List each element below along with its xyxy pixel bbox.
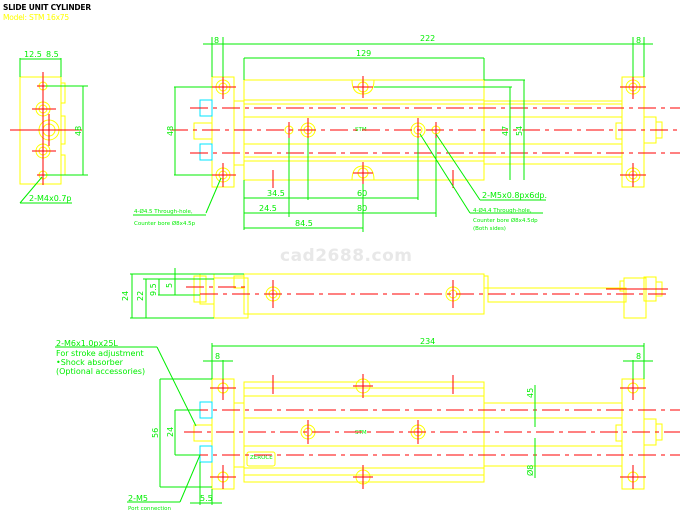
note-port-2: Port connection: [128, 506, 171, 512]
dim-bottom-24: 24: [166, 427, 175, 437]
note-m5: 2-M5x0.8px6dp.: [482, 191, 547, 200]
note-stroke-3: •Shock absorber: [56, 358, 124, 367]
note-left-throughhole-1: 4-Ø4.5 Through-hole,: [134, 208, 193, 215]
bottom-view: ZEROCE STM 234 8 8 56: [55, 337, 680, 512]
dim-front-24: 24: [121, 291, 130, 301]
drawing-title: SLIDE UNIT CYLINDER: [3, 3, 91, 12]
dim-top-end-left: 8: [214, 36, 219, 45]
dim-top-47: 47: [501, 126, 510, 136]
dim-front-9-5: 9.5: [149, 283, 158, 296]
note-stroke-4: (Optional accessories): [56, 367, 145, 376]
dim-bottom-end-right: 8: [636, 352, 641, 361]
port-bottom: [199, 143, 213, 161]
dim-top-end-right: 8: [636, 36, 641, 45]
note-left-throughhole-2: Counter bore Ø8x4.5p: [134, 220, 196, 227]
dim-bottom-45: 45: [526, 388, 535, 398]
note-port-1: 2-M5: [128, 494, 148, 503]
dim-side-right: 8.5: [46, 50, 59, 59]
front-rod: [487, 287, 627, 303]
note-stroke-2: For stroke adjustment: [56, 349, 144, 358]
dim-84-5: 84.5: [295, 219, 313, 228]
front-view: 24 22 9.5 5: [121, 268, 668, 319]
dim-top-54: 54: [515, 126, 524, 136]
dim-front-5: 5: [165, 283, 174, 288]
front-end-block: [213, 277, 249, 319]
note-side-m4: 2-M4x0.7p: [29, 194, 72, 203]
side-view: 12.5 8.5 48 2-M4x0.7p: [10, 50, 88, 204]
note-stroke-1: 2-M6x1.0px25L: [56, 339, 118, 348]
body-label-bottom: STM: [355, 430, 367, 436]
body-label-top: STM: [355, 127, 367, 133]
dim-top-overall: 222: [420, 34, 435, 43]
watermark: cad2688.com: [280, 246, 413, 266]
port-bottom-view-bottom: [199, 445, 213, 463]
dim-bottom-56: 56: [151, 428, 160, 438]
dim-bottom-234: 234: [420, 337, 435, 346]
dim-34-5: 34.5: [267, 189, 285, 198]
note-right-throughhole-1: 4-Ø4.4 Through-hole,: [473, 207, 532, 214]
label-plate-text: ZEROCE: [250, 455, 273, 461]
model-label: Model: STM 16x75: [3, 13, 69, 22]
dim-bottom-d8: Ø8: [525, 465, 535, 476]
note-right-throughhole-3: (Both sides): [473, 226, 506, 232]
dim-top-48: 48: [166, 126, 175, 136]
dim-24-5: 24.5: [259, 204, 277, 213]
label-plate: [246, 451, 276, 467]
dim-side-left: 12.5: [24, 50, 42, 59]
dim-bottom-5-5: 5.5: [200, 494, 213, 503]
dim-side-height: 48: [74, 126, 83, 136]
dim-60: 60: [357, 189, 367, 198]
note-right-throughhole-2: Counter bore Ø8x4.5dp: [473, 217, 538, 224]
top-view: STM 8 222 8 129: [133, 34, 680, 232]
dim-bottom-end-left: 8: [215, 352, 220, 361]
dim-top-129: 129: [356, 49, 371, 58]
dim-80: 80: [357, 204, 367, 213]
dim-front-22: 22: [136, 291, 145, 301]
